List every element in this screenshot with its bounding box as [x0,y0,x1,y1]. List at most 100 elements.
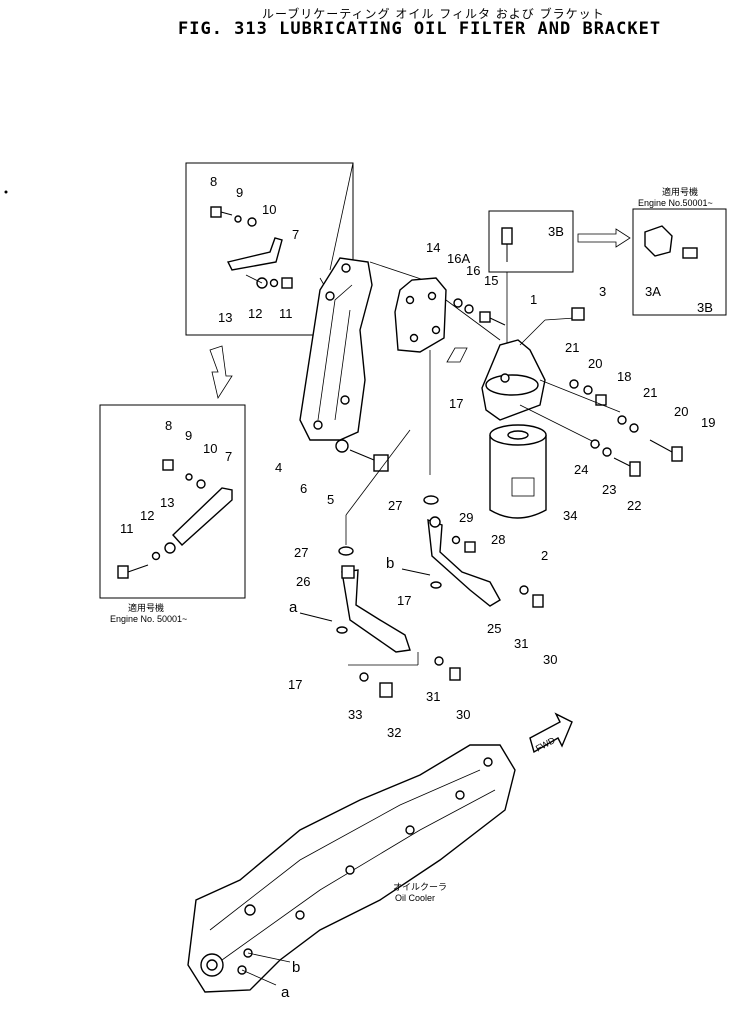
bolt-set-22-24 [519,404,641,477]
inset-left [99,404,246,599]
callout-3: 3 [599,284,606,299]
callout-27b: 27 [294,545,308,560]
washer-part-31b [434,656,444,666]
callout-a2: a [281,984,290,1001]
callout-b2: b [292,959,300,976]
callout-31b: 31 [426,689,440,704]
callout-11: 11 [120,521,134,536]
callout-10: 10 [203,441,217,456]
oil-cooler [187,744,516,993]
note-cooler-en: Oil Cooler [395,893,435,903]
callout-31: 31 [514,636,528,651]
callout-14: 14 [426,240,440,255]
arrow-b-1 [401,568,431,576]
callout-18: 18 [617,369,631,384]
filter-cartridge-part-2 [489,424,547,519]
bolt-part-30b [449,667,461,681]
callout-23: 23 [602,482,616,497]
bolt-set-18-21 [539,379,683,462]
callout-3A: 3A [645,284,661,299]
callout-1: 1 [530,292,537,307]
callout-30: 30 [543,652,557,667]
callout-21: 21 [565,340,579,355]
pipe-part-26 [341,565,411,653]
inset-top-left [185,162,354,336]
callout-13: 13 [160,495,174,510]
callout-26: 26 [296,574,310,589]
callout-20: 20 [588,356,602,371]
callout-8: 8 [165,418,172,433]
note-left-jp: 適用号機 [128,602,164,613]
callout-4: 4 [275,460,282,475]
inset-3B [488,210,574,350]
callout-10: 10 [262,202,276,217]
callout-13: 13 [218,310,232,325]
bolt-set-15-16 [453,298,506,326]
callout-8: 8 [210,174,217,189]
washer-part-33 [359,672,369,682]
callout-33: 33 [348,707,362,722]
callout-28: 28 [491,532,505,547]
callout-16A: 16A [447,251,470,266]
callout-21b: 21 [643,385,657,400]
bolt-set-5-6 [335,439,389,472]
pipe-part-25 [427,516,501,607]
callout-9: 9 [236,185,243,200]
callout-17c: 17 [288,677,302,692]
callout-6: 6 [300,481,307,496]
detail-arrow [209,345,233,400]
oring-part-27b [338,546,354,556]
title-english: FIG. 313 LUBRICATING OIL FILTER AND BRAC… [178,19,662,39]
applicability-notes: 適用号機 Engine No.50001~ 適用号機 Engine No. 50… [110,186,713,903]
oring-part-17c [336,626,348,634]
filter-head-part-1 [481,317,576,421]
oring-part-27a [423,495,439,505]
callout-7: 7 [225,449,232,464]
bolt-part-30a [532,594,544,608]
fwd-arrow: FWD [529,712,573,754]
callout-16: 16 [466,263,480,278]
note-left-en: Engine No. 50001~ [110,614,187,624]
note-top-right-jp: 適用号機 [662,186,698,197]
bolt-part-32 [379,682,393,698]
callout-b: b [386,555,394,572]
callout-27: 27 [388,498,402,513]
callout-15: 15 [484,273,498,288]
washer-part-31a [519,585,529,595]
callout-34: 34 [563,508,577,523]
callout-a: a [289,599,298,616]
plug-part-3 [571,307,585,321]
callout-12: 12 [140,508,154,523]
callout-labels: 8 9 10 7 13 12 11 8 9 10 7 13 12 11 14 1… [120,174,715,1001]
arrow-to-3A [577,228,631,248]
callout-17b: 17 [397,593,411,608]
callout-30b: 30 [456,707,470,722]
gasket-part-17 [446,347,468,363]
callout-19: 19 [701,415,715,430]
title-japanese: ルーブリケーティング オイル フィルタ および ブラケット [262,7,605,21]
callout-17: 17 [449,396,463,411]
callout-20b: 20 [674,404,688,419]
margin-dot [4,190,8,194]
arrow-a-1 [299,612,333,622]
callout-3B: 3B [548,224,564,239]
callout-29: 29 [459,510,473,525]
callout-9: 9 [185,428,192,443]
note-top-right-en: Engine No.50001~ [638,198,713,208]
adapter-part-14 [394,277,501,475]
callout-11: 11 [279,306,293,321]
callout-3B-right: 3B [697,300,713,315]
figure-title: ルーブリケーティング オイル フィルタ および ブラケット FIG. 313 L… [0,0,730,48]
callout-2: 2 [541,548,548,563]
callout-32: 32 [387,725,401,740]
callout-12: 12 [248,306,262,321]
bracket-part-4 [299,257,431,441]
callout-25: 25 [487,621,501,636]
callout-22: 22 [627,498,641,513]
callout-5: 5 [327,492,334,507]
callout-7: 7 [292,227,299,242]
callout-24: 24 [574,462,588,477]
oring-part-17b [430,581,442,589]
inset-top-right [632,208,727,316]
